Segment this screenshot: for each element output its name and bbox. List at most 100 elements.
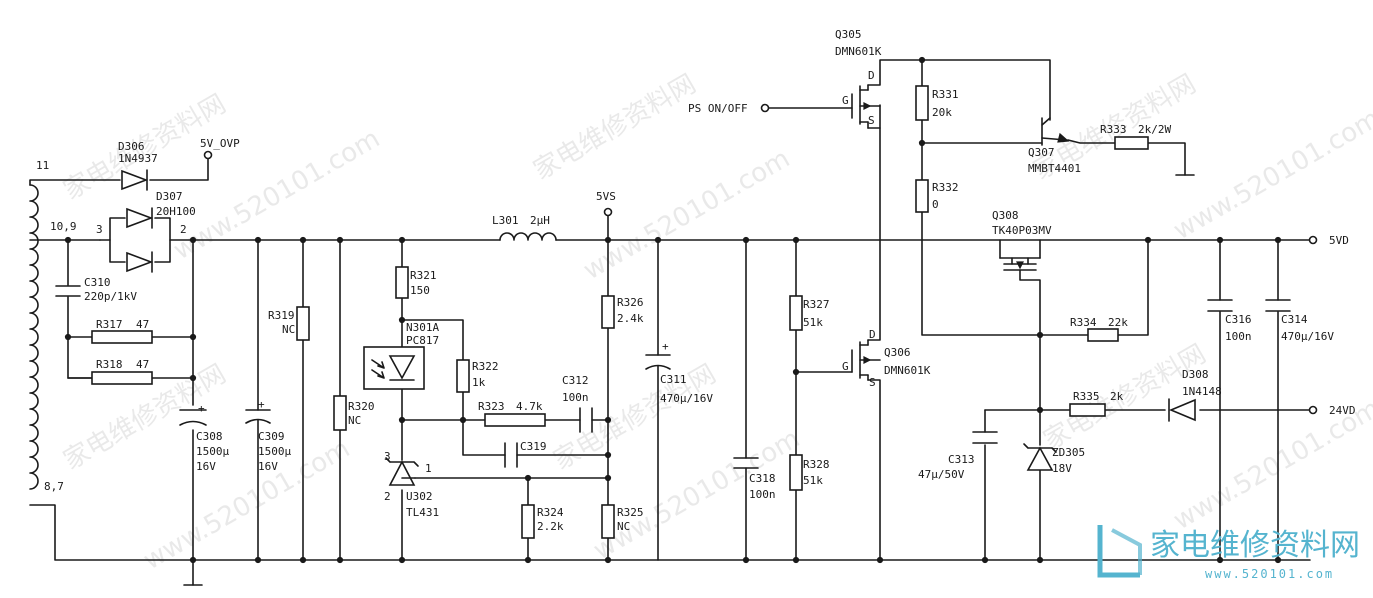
ref-label: C314 bbox=[1281, 313, 1308, 326]
ref-label: N301A bbox=[406, 321, 439, 334]
value-label-2: 16V bbox=[258, 460, 278, 473]
ref-label: R331 bbox=[932, 88, 959, 101]
optocoupler-n301a: N301A PC817 bbox=[363, 321, 439, 390]
value-label: NC bbox=[617, 520, 630, 533]
ref-label: C319 bbox=[520, 440, 547, 453]
pin-label: 11 bbox=[36, 159, 49, 172]
value-label: 2μH bbox=[530, 214, 550, 227]
value-label: NC bbox=[282, 323, 295, 336]
logo-url: www.520101.com bbox=[1205, 567, 1334, 581]
value-label: 20k bbox=[932, 106, 952, 119]
pin-label: G bbox=[842, 360, 849, 373]
resistor-r321: R321 150 bbox=[395, 266, 437, 299]
capacitor-c313: C313 47μ/50V bbox=[918, 431, 998, 481]
value-label-2: 16V bbox=[196, 460, 216, 473]
watermark-text: www.520101.com bbox=[1169, 104, 1373, 246]
pin-label: 3 bbox=[96, 223, 103, 236]
ref-label: ZD305 bbox=[1052, 446, 1085, 459]
value-label: 4.7k bbox=[516, 400, 543, 413]
net-label-5vd: 5VD bbox=[1329, 234, 1349, 247]
resistor-r331: R331 20k bbox=[915, 85, 959, 121]
value-label: 1k bbox=[472, 376, 486, 389]
ref-label: C318 bbox=[749, 472, 776, 485]
ref-label: R326 bbox=[617, 296, 644, 309]
pin-label: 3 bbox=[384, 450, 391, 463]
capacitor-c314: C314 470μ/16V bbox=[1265, 299, 1334, 343]
ref-label: R317 bbox=[96, 318, 123, 331]
transformer-winding: 11 10,9 8,7 bbox=[29, 159, 77, 493]
ref-label: R325 bbox=[617, 506, 644, 519]
ref-label: Q307 bbox=[1028, 146, 1055, 159]
terminal-5v-ovp bbox=[203, 150, 213, 160]
ref-label: R322 bbox=[472, 360, 499, 373]
mosfet-q306: D G S Q306 DMN601K bbox=[842, 328, 931, 389]
zener-zd305: ZD305 18V bbox=[1023, 443, 1085, 475]
net-label-24vd: 24VD bbox=[1329, 404, 1356, 417]
resistor-r323: R323 4.7k bbox=[478, 400, 546, 427]
value-label: 1500μ bbox=[196, 445, 229, 458]
polarity-plus: + bbox=[662, 340, 669, 353]
ref-label: Q306 bbox=[884, 346, 911, 359]
value-label: DMN601K bbox=[884, 364, 931, 377]
value-label: 150 bbox=[410, 284, 430, 297]
pin-label: D bbox=[869, 328, 876, 341]
ref-label: R321 bbox=[410, 269, 437, 282]
mosfet-q305: D G S Q305 DMN601K bbox=[835, 28, 882, 129]
value-label: 51k bbox=[803, 316, 823, 329]
resistor-r327: R327 51k bbox=[789, 295, 830, 331]
pin-label: D bbox=[868, 69, 875, 82]
resistor-r320: R320 NC bbox=[333, 395, 375, 431]
value-label: 2k bbox=[1110, 390, 1124, 403]
ref-label: L301 bbox=[492, 214, 519, 227]
resistor-r334: R334 22k bbox=[1070, 316, 1128, 342]
ref-label: Q305 bbox=[835, 28, 862, 41]
ref-label: C308 bbox=[196, 430, 223, 443]
value-label: TL431 bbox=[406, 506, 439, 519]
inductor-l301: L301 2μH bbox=[492, 214, 557, 241]
pin-label: 2 bbox=[180, 223, 187, 236]
ref-label: C311 bbox=[660, 373, 687, 386]
ref-label: R327 bbox=[803, 298, 830, 311]
net-label-5v-ovp: 5V_OVP bbox=[200, 137, 240, 150]
resistor-r322: R322 1k bbox=[456, 359, 499, 393]
ref-label: R319 bbox=[268, 309, 295, 322]
pin-label: 10,9 bbox=[50, 220, 77, 233]
resistor-r333: R333 2k/2W bbox=[1100, 123, 1171, 150]
value-label: 51k bbox=[803, 474, 823, 487]
pin-label: 8,7 bbox=[44, 480, 64, 493]
value-label: 470μ/16V bbox=[1281, 330, 1334, 343]
value-label: 2.2k bbox=[537, 520, 564, 533]
diode-d308: D308 1N4148 bbox=[1168, 368, 1222, 422]
value-label: 47 bbox=[136, 358, 149, 371]
capacitor-c311: + C311 470μ/16V bbox=[645, 340, 713, 405]
polarity-plus: + bbox=[198, 402, 205, 415]
value-label: 1N4937 bbox=[118, 152, 158, 165]
ref-label: C309 bbox=[258, 430, 285, 443]
value-label: 1N4148 bbox=[1182, 385, 1222, 398]
ref-label: C312 bbox=[562, 374, 589, 387]
resistor-r324: R324 2.2k bbox=[521, 504, 564, 539]
ref-label: C310 bbox=[84, 276, 111, 289]
ref-label: R335 bbox=[1073, 390, 1100, 403]
value-label: 20H100 bbox=[156, 205, 196, 218]
capacitor-c309: + C309 1500μ 16V bbox=[245, 398, 291, 473]
ref-label: R320 bbox=[348, 400, 375, 413]
capacitor-c310: C310 220p/1kV bbox=[55, 276, 137, 303]
resistor-r326: R326 2.4k bbox=[601, 295, 644, 329]
ref-label: C316 bbox=[1225, 313, 1252, 326]
value-label: 100n bbox=[562, 391, 589, 404]
value-label: 1500μ bbox=[258, 445, 291, 458]
value-label: 18V bbox=[1052, 462, 1072, 475]
value-label: PC817 bbox=[406, 334, 439, 347]
resistor-r328: R328 51k bbox=[789, 454, 830, 491]
value-label: TK40P03MV bbox=[992, 224, 1052, 237]
ref-label: D308 bbox=[1182, 368, 1209, 381]
value-label: 47μ/50V bbox=[918, 468, 965, 481]
ref-label: C313 bbox=[948, 453, 975, 466]
value-label: DMN601K bbox=[835, 45, 882, 58]
pin-label: G bbox=[842, 94, 849, 107]
resistor-r332: R332 0 bbox=[915, 179, 959, 213]
ref-label: R333 bbox=[1100, 123, 1127, 136]
pin-label: 1 bbox=[425, 462, 432, 475]
value-label: 22k bbox=[1108, 316, 1128, 329]
